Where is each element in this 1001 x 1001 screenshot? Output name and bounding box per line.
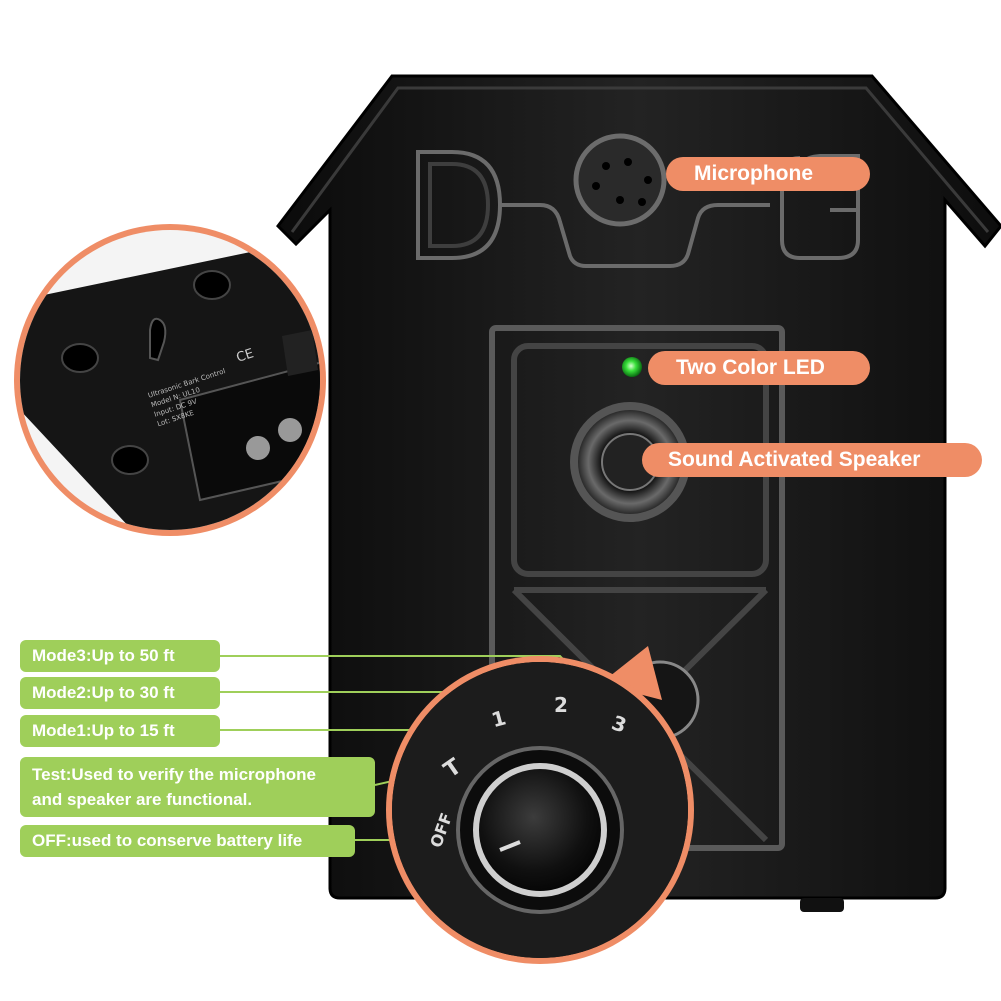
device-foot — [800, 898, 844, 912]
test-callout-line1: Test:Used to verify the microphone — [32, 765, 317, 784]
test-callout-line2: and speaker are functional. — [32, 790, 253, 809]
knob-mark-1: 1 — [489, 705, 509, 732]
back-panel-inset: Ultrasonic Bark Control Model N: UL10 In… — [14, 224, 326, 536]
led-callout: Two Color LED — [648, 351, 870, 385]
speaker-callout: Sound Activated Speaker — [642, 443, 982, 477]
mode3-callout: Mode3:Up to 50 ft — [20, 640, 220, 672]
mode1-callout: Mode1:Up to 15 ft — [20, 715, 220, 747]
off-callout: OFF:used to conserve battery life — [20, 825, 355, 857]
microphone-grille — [573, 133, 667, 227]
mode2-callout: Mode2:Up to 30 ft — [20, 677, 220, 709]
speaker-icon — [570, 402, 690, 522]
knob-magnifier: OFF T 1 2 3 — [386, 646, 694, 964]
microphone-callout: Microphone — [666, 157, 870, 191]
test-callout: Test:Used to verify the microphone and s… — [20, 757, 375, 817]
knob-mark-2: 2 — [554, 693, 568, 717]
ce-mark: CE — [235, 346, 256, 366]
led-icon — [622, 357, 642, 377]
